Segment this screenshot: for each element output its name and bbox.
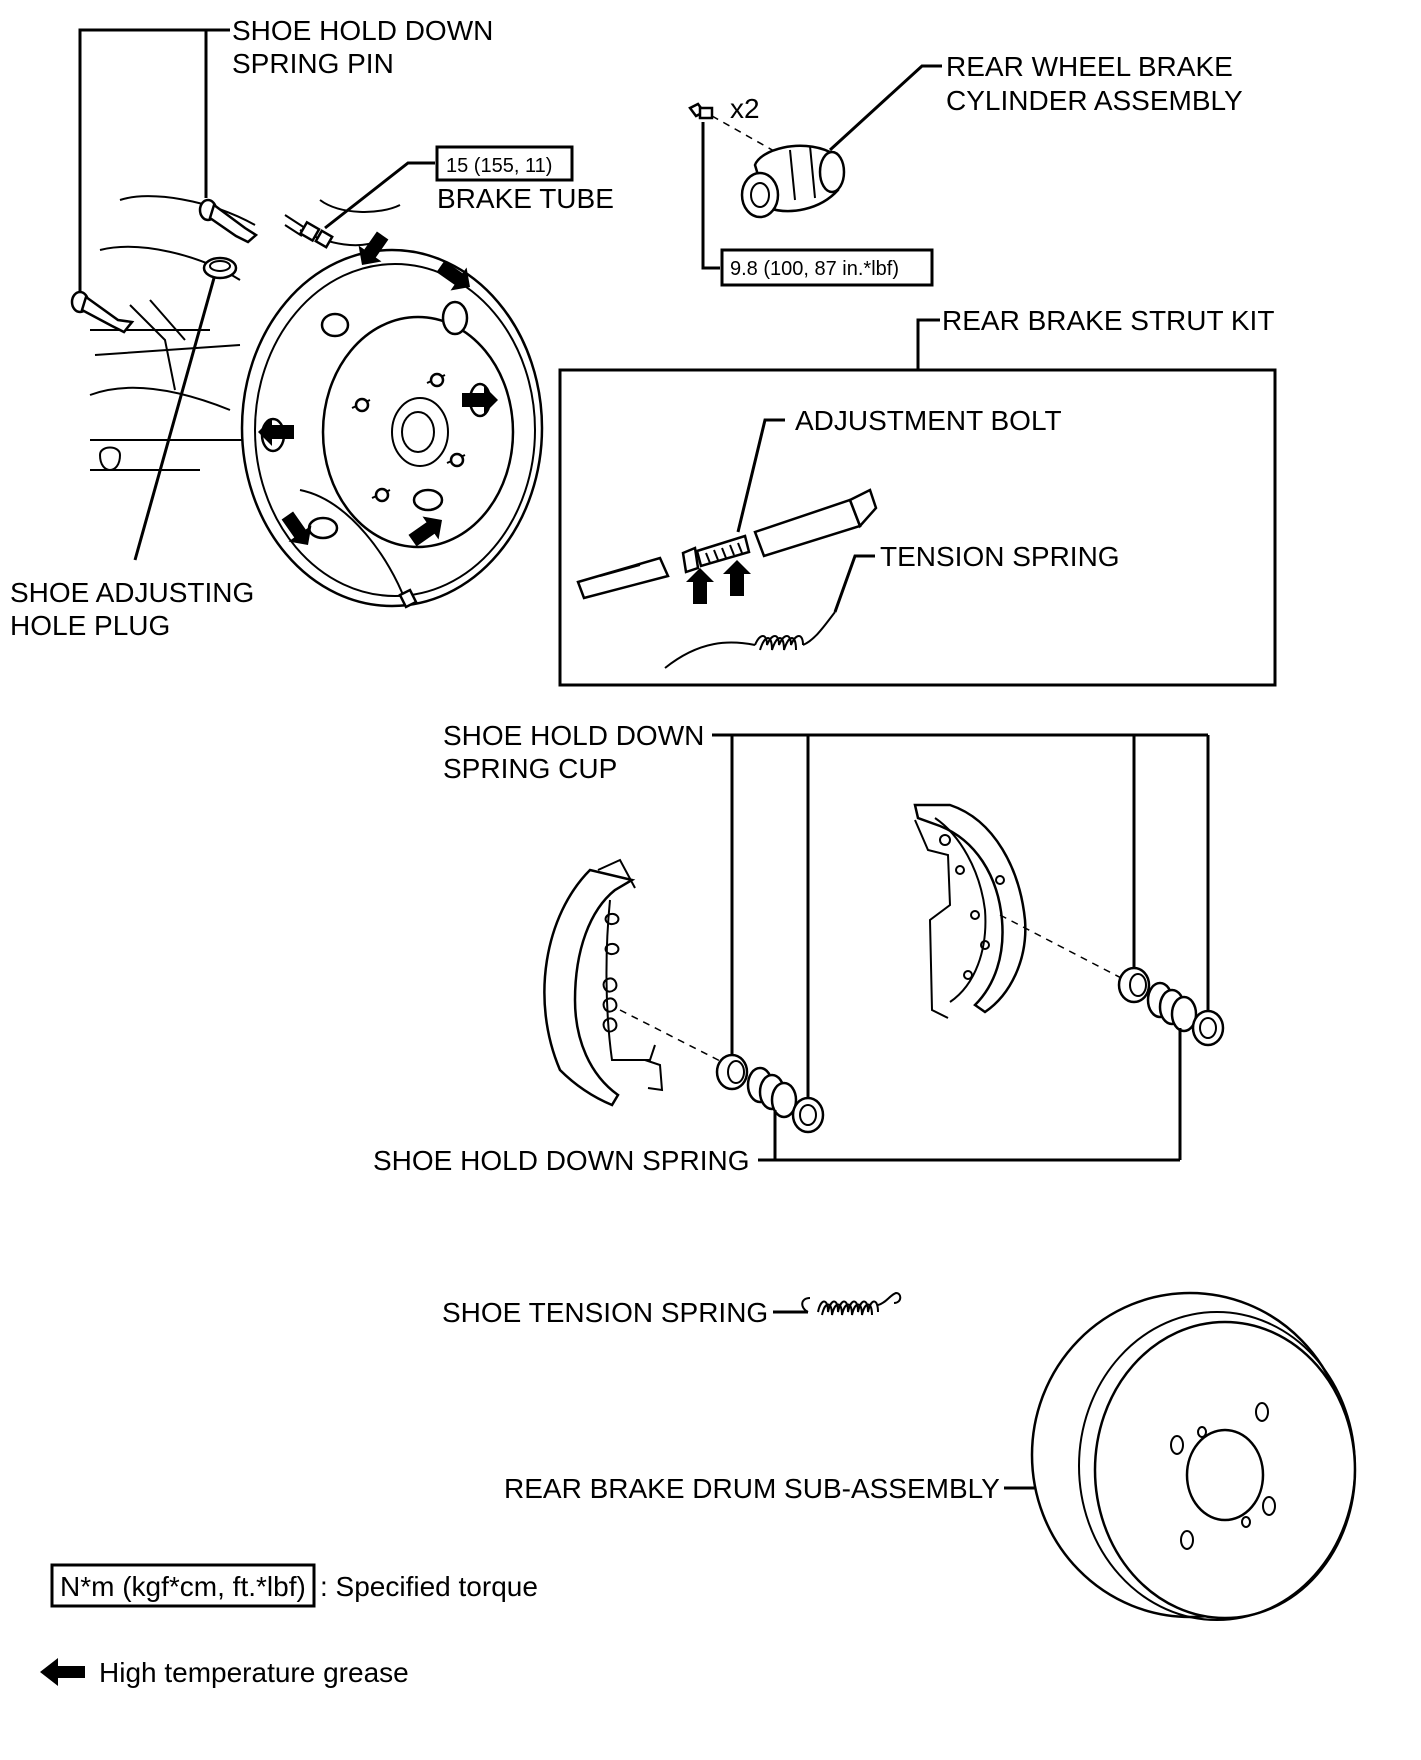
label-strut-kit: REAR BRAKE STRUT KIT — [942, 305, 1274, 336]
label-brake-drum: REAR BRAKE DRUM SUB-ASSEMBLY — [504, 1473, 1000, 1504]
label-hold-down-spring: SHOE HOLD DOWN SPRING — [373, 1145, 749, 1176]
shoe-tension-spring-part — [801, 1291, 902, 1316]
label-hole-plug-line2: HOLE PLUG — [10, 610, 170, 641]
label-brake-tube: BRAKE TUBE — [437, 183, 614, 214]
brake-tube-torque-value: 15 (155, 11) — [446, 155, 552, 177]
label-tension-spring: TENSION SPRING — [880, 541, 1120, 572]
legend-torque-box — [50, 1563, 316, 1608]
brake-shoe-left — [543, 858, 664, 1107]
label-shoe-tension-spring: SHOE TENSION SPRING — [442, 1297, 768, 1328]
wheel-cylinder-part — [688, 102, 846, 219]
legend-grease-desc: High temperature grease — [99, 1657, 409, 1688]
label-adjustment-bolt: ADJUSTMENT BOLT — [795, 405, 1062, 436]
brake-tube-part — [284, 214, 334, 249]
bolt-quantity: x2 — [730, 93, 760, 124]
brake-drum-part — [1030, 1291, 1357, 1621]
legend-torque-desc: : Specified torque — [320, 1571, 538, 1602]
hold-down-pin-upper — [198, 198, 259, 244]
grease-arrows — [258, 231, 498, 547]
strut-kit-box — [558, 368, 1277, 687]
label-spring-cup-line1: SHOE HOLD DOWN — [443, 720, 704, 751]
label-spring-cup-line2: SPRING CUP — [443, 753, 617, 784]
shoe-adjusting-hole-plug-part — [202, 256, 238, 280]
legend-torque-units: N*m (kgf*cm, ft.*lbf) — [60, 1571, 306, 1602]
grease-arrow-icon — [40, 1658, 85, 1686]
wheel-cylinder-torque-box — [720, 248, 934, 287]
brake-tube-torque-box — [435, 145, 574, 182]
backing-plate-assembly — [70, 195, 544, 609]
wheel-cylinder-torque-value: 9.8 (100, 87 in.*lbf) — [730, 258, 899, 280]
hold-down-set-left — [715, 1053, 825, 1134]
label-spring-pin-line2: SPRING PIN — [232, 48, 394, 79]
label-spring-pin-line1: SHOE HOLD DOWN — [232, 15, 493, 46]
brake-shoe-right — [913, 803, 1027, 1019]
hold-down-pin-lower — [70, 290, 135, 334]
label-hole-plug-line1: SHOE ADJUSTING — [10, 577, 254, 608]
hold-down-set-right — [1117, 966, 1225, 1047]
label-wheel-cylinder-line1: REAR WHEEL BRAKE — [946, 51, 1233, 82]
legend: N*m (kgf*cm, ft.*lbf) : Specified torque… — [40, 1563, 538, 1688]
label-wheel-cylinder-line2: CYLINDER ASSEMBLY — [946, 85, 1243, 116]
strut-kit-parts — [576, 488, 878, 669]
